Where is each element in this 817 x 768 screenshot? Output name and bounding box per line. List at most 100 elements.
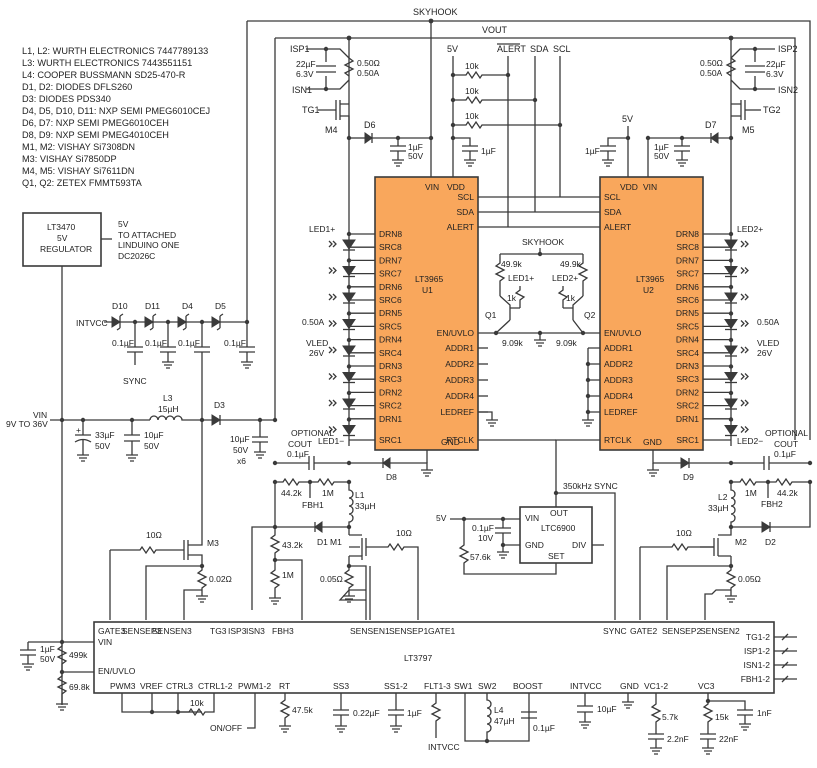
isp1-label: ISP1 — [290, 44, 310, 54]
r1m2-label: 1M — [282, 570, 294, 580]
r1m-label: 1M — [322, 488, 334, 498]
tg1-label: TG1 — [302, 105, 320, 115]
skyhook-bias: SKYHOOK 49.9k 49.9k LED1+ LED2+ 1k 1k Q1… — [478, 237, 600, 427]
lt3797-body — [93, 621, 775, 694]
lt3797-pin: ISP3 — [228, 626, 247, 636]
u2-pin: SDA — [604, 207, 622, 217]
u1-pin: SRC4 — [379, 348, 402, 358]
ltc6900-pin: VIN — [525, 513, 539, 523]
u2-pin: GND — [643, 437, 662, 447]
c022u-label: 0.22µF — [353, 708, 380, 718]
c7-volt: 50V — [654, 151, 669, 161]
junction-dot — [728, 417, 734, 422]
bus-arrow-icon — [774, 647, 797, 655]
led-icon — [342, 239, 356, 250]
5v-ltc-label: 5V — [436, 513, 447, 523]
junction-dot — [728, 337, 734, 343]
u1-body — [374, 176, 479, 451]
junction-dot — [346, 417, 352, 422]
led-icon — [342, 319, 356, 330]
c33u-label: 33µF — [95, 430, 115, 440]
lt3470-regulator: LT3470 5V REGULATOR 5V TO ATTACHED LINDU… — [22, 212, 180, 705]
u2-pin: DRN4 — [676, 335, 699, 345]
light-rays-icon — [328, 346, 337, 354]
skyhook-label: SKYHOOK — [413, 7, 458, 17]
u2-pin: ADDR4 — [604, 391, 633, 401]
lt3797-pin: SS3 — [333, 681, 349, 691]
junction-dot — [728, 311, 734, 316]
junction-dot — [346, 311, 352, 316]
lt3797-pin: PWM3 — [110, 681, 136, 691]
c10u-x6-label: 10µF — [230, 434, 250, 444]
5v-label-u2: 5V — [622, 114, 633, 124]
intvcc-flt-label: INTVCC — [428, 742, 460, 752]
lt3797-pin: GATE3 — [98, 626, 126, 636]
light-rays-icon — [328, 373, 337, 380]
u1-pin: RTCLK — [446, 435, 474, 445]
channel1-power: OPTIONAL COUT 0.1µF D8 44.2k 1M FBH1 L1 … — [251, 428, 433, 620]
c-intvcc-label: 10µF — [597, 704, 617, 714]
bom-line: M1, M2: VISHAY Si7308DN — [22, 142, 135, 152]
reg-line: REGULATOR — [40, 244, 92, 254]
u1-pin: ADDR4 — [445, 391, 474, 401]
u2-pin: SRC6 — [676, 295, 699, 305]
lt3797-pin: SENSEN3 — [152, 626, 192, 636]
led-icon — [724, 398, 738, 409]
reg-line: LT3470 — [47, 222, 75, 232]
u2-pin: ADDR2 — [604, 359, 633, 369]
u2-pin: RTCLK — [604, 435, 632, 445]
cout2-value: 0.1µF — [774, 449, 796, 459]
d8-label: D8 — [386, 472, 397, 482]
led-icon — [724, 425, 738, 436]
led-icon — [724, 372, 738, 383]
ltc6900-body — [519, 506, 593, 564]
lt3797-pin: SENSEP1 — [389, 626, 428, 636]
u1-pin: SRC5 — [379, 321, 402, 331]
vled1-value: 26V — [309, 348, 324, 358]
l1-value: 33µH — [355, 501, 376, 511]
led2p-ref: LED2+ — [552, 273, 578, 283]
ltc6900-pin: OUT — [550, 508, 568, 518]
reg-note: TO ATTACHED — [118, 230, 176, 240]
c50v-vin-label: 50V — [40, 654, 55, 664]
c22u-label: 22µF — [766, 59, 786, 69]
schottky-diode-icon — [177, 316, 187, 328]
lt3797-pin: ISP1-2 — [744, 646, 770, 656]
junction-dot — [728, 258, 734, 263]
c22u-label: 22µF — [296, 59, 316, 69]
schottky-diode-icon — [144, 316, 154, 328]
diode-bar — [216, 313, 224, 331]
tg2-label: TG2 — [763, 105, 781, 115]
led1p-label: LED1+ — [309, 224, 335, 234]
light-rays-icon — [328, 399, 337, 407]
vled1-label: VLED — [306, 338, 328, 348]
l4-label: L4 — [494, 705, 504, 715]
boost-m3: 10Ω M3 0.02Ω — [109, 530, 232, 620]
c-ltc-volt: 10V — [478, 533, 493, 543]
iled1-label: 0.50A — [302, 317, 325, 327]
rsense2-label: 0.50Ω — [700, 58, 723, 68]
bom-line: L4: COOPER BUSSMANN SD25-470-R — [22, 70, 186, 80]
u2-pin: SCL — [604, 192, 621, 202]
r909k-label: 9.09k — [502, 338, 524, 348]
lt3797-pin: GATE2 — [630, 626, 658, 636]
u1-pin: DRN3 — [379, 361, 402, 371]
u1-pin: SRC6 — [379, 295, 402, 305]
m2-label: M2 — [735, 537, 747, 547]
light-rays-icon — [740, 373, 749, 380]
r10k-ctrl-label: 10k — [190, 698, 204, 708]
isp2-label: ISP2 — [778, 44, 798, 54]
u2-pin: DRN2 — [676, 387, 699, 397]
lt3797-pin: SW1 — [454, 681, 473, 691]
channel1-high-side: ISP1 ISN1 22µF 6.3V 0.50Ω 0.50A TG1 M4 D… — [290, 38, 434, 446]
c7-label: 1µF — [654, 142, 669, 152]
u1-pin: ADDR1 — [445, 343, 474, 353]
light-rays-icon — [328, 320, 337, 327]
r576k-label: 57.6k — [470, 552, 492, 562]
led2m-label: LED2− — [737, 436, 763, 446]
diode-bar — [116, 313, 124, 331]
lt3797-pin: VREF — [140, 681, 163, 691]
junction-dot — [728, 284, 734, 290]
bom-line: D8, D9: NXP SEMI PMEG4010CEH — [22, 130, 169, 140]
